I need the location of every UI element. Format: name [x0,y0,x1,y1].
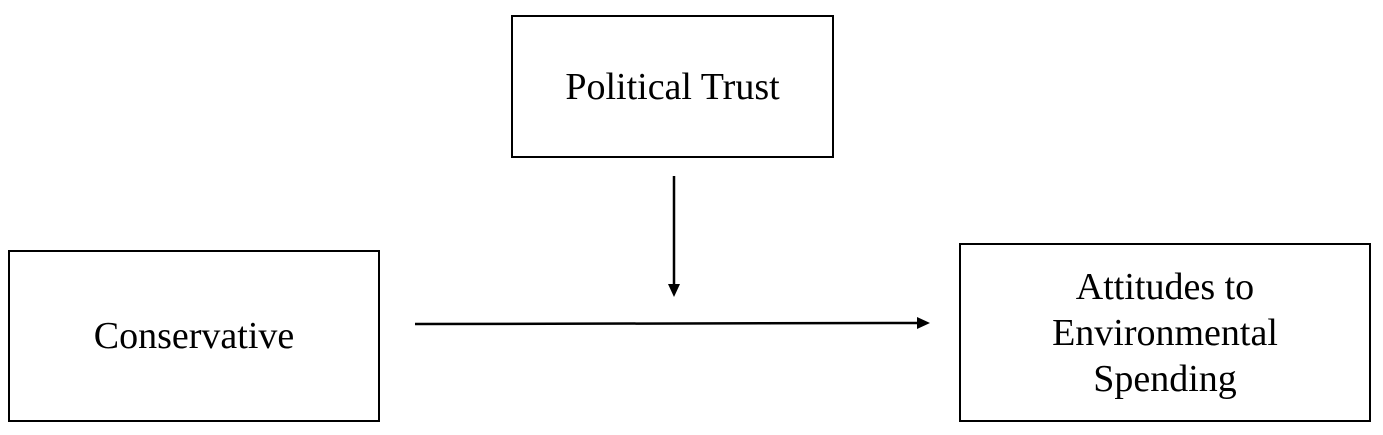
main-effect-arrowhead [917,317,930,329]
node-conservative: Conservative [8,250,380,422]
node-attitudes-label: Attitudes to Environmental Spending [1052,265,1278,400]
node-conservative-label: Conservative [93,315,295,357]
main-effect-arrow-line [414,321,919,326]
node-attitudes-environmental-spending: Attitudes to Environmental Spending [959,243,1371,422]
moderation-arrowhead [668,284,680,297]
node-political-trust-label: Political Trust [565,65,780,108]
node-political-trust: Political Trust [511,15,834,158]
